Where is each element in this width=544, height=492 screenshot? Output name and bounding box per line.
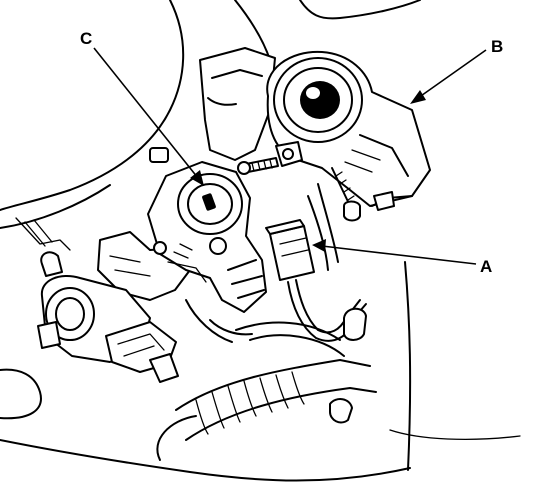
leader-c [93, 47, 199, 179]
wiring-loom [156, 299, 377, 461]
callout-c: C [80, 29, 92, 48]
harness-connector [265, 183, 367, 342]
callout-a: A [480, 257, 492, 276]
ignition-switch [147, 161, 267, 313]
immobilizer-unit [237, 50, 431, 222]
steering-lock [37, 275, 179, 383]
leader-b [417, 49, 487, 99]
arrowhead-a [312, 239, 326, 252]
arrowhead-b [410, 90, 426, 104]
arrowhead-c [190, 170, 204, 186]
leader-lines [93, 47, 487, 265]
callout-b: B [491, 37, 503, 56]
column-housing [40, 47, 276, 301]
leader-a [321, 245, 477, 265]
dashboard-outline [0, 0, 521, 482]
